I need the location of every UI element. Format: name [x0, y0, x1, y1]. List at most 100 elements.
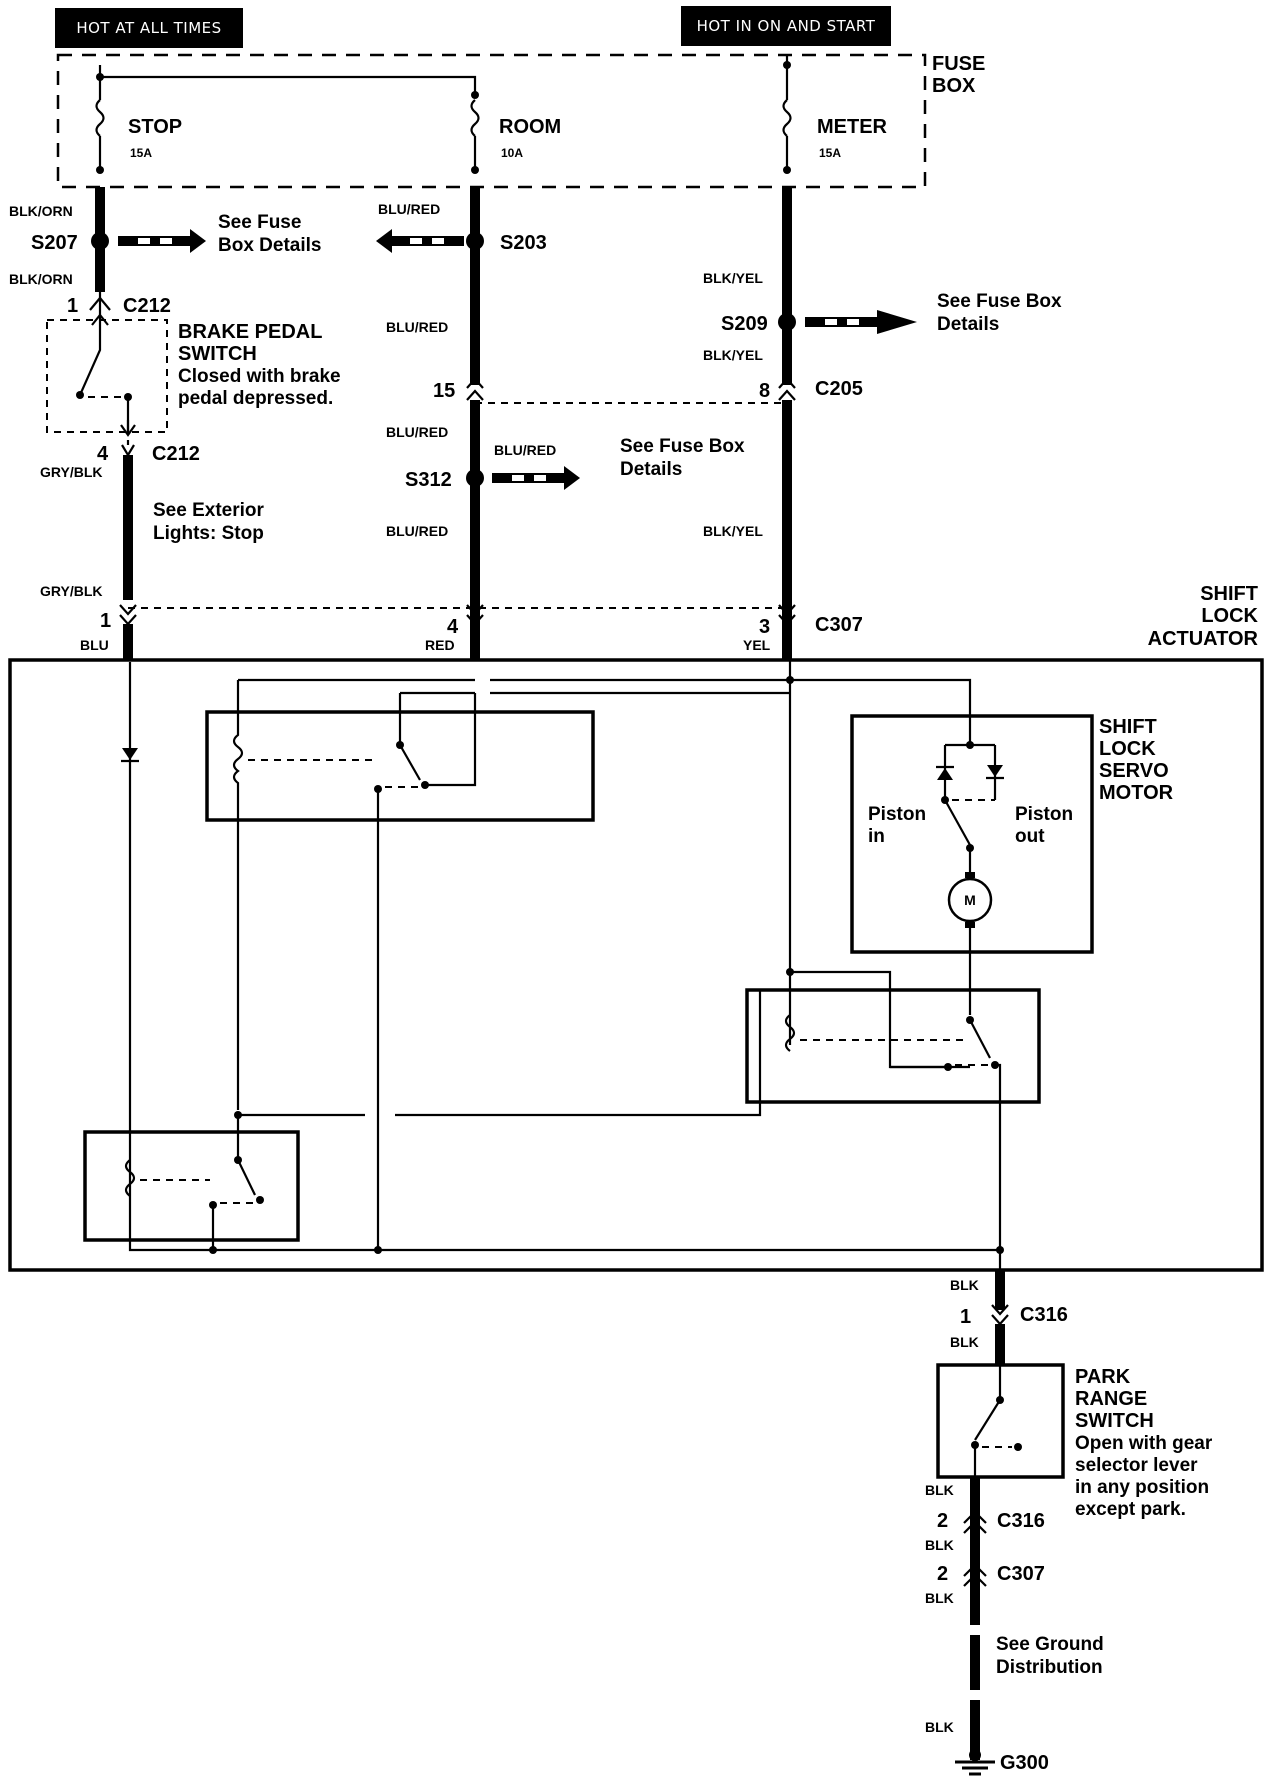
- servo-motor-label-4: MOTOR: [1099, 782, 1174, 804]
- pin-c307-3: 3: [759, 616, 770, 638]
- shift-lock-actuator-label-3: ACTUATOR: [1148, 628, 1259, 650]
- relay-3-box: [83, 1130, 300, 1242]
- wire-label-blk-1: BLK: [950, 1277, 979, 1293]
- splice-s207: S207: [31, 232, 78, 254]
- pin-c307-2: 2: [937, 1563, 948, 1585]
- header-hot-at-all-times-text: HOT AT ALL TIMES: [76, 19, 221, 37]
- wire-label-blk-4: BLK: [925, 1537, 954, 1553]
- fuse-meter-rating: 15A: [819, 146, 841, 160]
- wire-label-gry-blk-2: GRY/BLK: [40, 583, 102, 599]
- brake-pedal-switch-desc-2: pedal depressed.: [178, 388, 333, 409]
- arrow-s209: [805, 310, 917, 334]
- wire-label-blk-3: BLK: [925, 1482, 954, 1498]
- shift-lock-actuator-label-2: LOCK: [1201, 605, 1258, 627]
- fuse-stop-rating: 15A: [130, 146, 152, 160]
- wire-label-blu-red-3: BLU/RED: [386, 424, 448, 440]
- brake-pedal-switch-label-2: SWITCH: [178, 343, 257, 365]
- connector-c316-bottom: C316: [997, 1510, 1045, 1532]
- fuse-meter: METER 15A: [782, 61, 888, 174]
- fuse-box-label-1: FUSE: [932, 53, 985, 75]
- servo-piston-out-2: out: [1015, 826, 1045, 847]
- note-see-fuse-box-s312-2: Details: [620, 459, 682, 480]
- note-see-fuse-box-s209-1: See Fuse Box: [937, 291, 1062, 312]
- arrow-s207: [118, 229, 206, 253]
- fuse-meter-name: METER: [817, 116, 888, 138]
- connector-c316-top: C316: [1020, 1304, 1068, 1326]
- wire-label-blk-yel-1: BLK/YEL: [703, 270, 763, 286]
- pin-c316-1: 1: [960, 1306, 971, 1328]
- header-hot-in-on-and-start-text: HOT IN ON AND START: [697, 17, 876, 35]
- note-see-ground-2: Distribution: [996, 1657, 1103, 1678]
- brake-pedal-switch-desc-1: Closed with brake: [178, 366, 341, 387]
- park-range-switch-desc-1: Open with gear: [1075, 1433, 1213, 1454]
- connector-c307-bottom: C307: [997, 1563, 1045, 1585]
- fuse-room-rating: 10A: [501, 146, 523, 160]
- servo-piston-out-1: Piston: [1015, 804, 1073, 825]
- pin-c307-1: 1: [100, 610, 111, 632]
- splice-s203: S203: [500, 232, 547, 254]
- wire-label-gry-blk-1: GRY/BLK: [40, 464, 102, 480]
- ground-g300: G300: [1000, 1752, 1049, 1774]
- fuse-box-outline: [56, 53, 927, 189]
- fuse-room-name: ROOM: [499, 116, 561, 138]
- wire-label-blk-5: BLK: [925, 1590, 954, 1606]
- pin-c212-1: 1: [67, 295, 78, 317]
- pin-c316-2: 2: [937, 1510, 948, 1532]
- brake-pedal-switch-box: [46, 319, 168, 433]
- wire-label-blu-red-2: BLU/RED: [386, 319, 448, 335]
- brake-pedal-switch-label-1: BRAKE PEDAL: [178, 321, 322, 343]
- connector-c212-top: C212: [123, 295, 171, 317]
- connector-c205: C205: [815, 378, 863, 400]
- motor-symbol: [947, 877, 993, 923]
- servo-motor-label-2: LOCK: [1099, 738, 1156, 760]
- wire-label-blk-orn-1: BLK/ORN: [9, 203, 73, 219]
- relay-2-box: [745, 988, 1041, 1104]
- note-see-fuse-box-2: Box Details: [218, 235, 321, 256]
- fuse-stop-name: STOP: [128, 116, 182, 138]
- park-range-switch-label-3: SWITCH: [1075, 1410, 1154, 1432]
- fuse-room: ROOM 10A: [470, 91, 561, 174]
- wire-label-blk-6: BLK: [925, 1719, 954, 1735]
- fuse-box-label-2: BOX: [932, 75, 976, 97]
- park-range-switch-label-1: PARK: [1075, 1366, 1131, 1388]
- splice-s209: S209: [721, 313, 768, 335]
- wire-label-blu: BLU: [80, 637, 109, 653]
- shift-lock-actuator-box: [8, 658, 1264, 1272]
- note-see-fuse-box-s209-2: Details: [937, 314, 999, 335]
- park-range-switch-desc-2: selector lever: [1075, 1455, 1198, 1476]
- arrow-s203: [376, 229, 464, 253]
- servo-piston-in-1: Piston: [868, 804, 926, 825]
- connector-c307-top: C307: [815, 614, 863, 636]
- park-range-switch-desc-4: except park.: [1075, 1499, 1186, 1520]
- pin-c205-8: 8: [759, 380, 770, 402]
- wire-label-blk-yel-2: BLK/YEL: [703, 347, 763, 363]
- motor-label: M: [964, 892, 976, 908]
- pin-c205-15: 15: [433, 380, 455, 402]
- wire-label-red: RED: [425, 637, 455, 653]
- note-see-exterior-1: See Exterior: [153, 500, 264, 521]
- wire-label-blu-red-1: BLU/RED: [378, 201, 440, 217]
- servo-motor-label-1: SHIFT: [1099, 716, 1157, 738]
- ground-icon: [955, 1749, 995, 1776]
- park-range-switch-desc-3: in any position: [1075, 1477, 1209, 1498]
- arrow-s312: [492, 466, 580, 490]
- wire-label-blu-red-5: BLU/RED: [386, 523, 448, 539]
- splice-s312: S312: [405, 469, 452, 491]
- fuse-stop: STOP 15A: [95, 73, 182, 174]
- shift-lock-actuator-label-1: SHIFT: [1200, 583, 1258, 605]
- servo-motor-label-3: SERVO: [1099, 760, 1169, 782]
- header-hot-at-all-times: HOT AT ALL TIMES: [55, 8, 243, 48]
- wire-label-blk-orn-2: BLK/ORN: [9, 271, 73, 287]
- pin-c307-4: 4: [447, 616, 459, 638]
- note-see-fuse-box-1: See Fuse: [218, 212, 301, 233]
- note-see-exterior-2: Lights: Stop: [153, 523, 264, 544]
- wire-label-yel: YEL: [743, 637, 771, 653]
- wire-label-blk-2: BLK: [950, 1334, 979, 1350]
- servo-motor-box: [850, 714, 1094, 954]
- note-see-ground-1: See Ground: [996, 1634, 1104, 1655]
- header-hot-in-on-and-start: HOT IN ON AND START: [681, 6, 891, 46]
- pin-c212-4: 4: [97, 443, 109, 465]
- note-see-fuse-box-s312-1: See Fuse Box: [620, 436, 745, 457]
- wire-label-blk-yel-3: BLK/YEL: [703, 523, 763, 539]
